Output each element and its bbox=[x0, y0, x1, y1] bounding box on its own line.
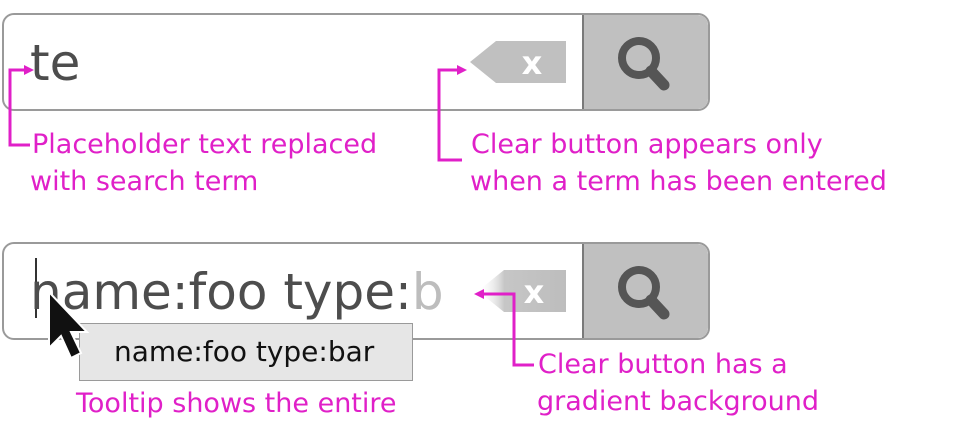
note-gradient-line2: gradient background bbox=[537, 386, 820, 417]
suggested-text: b bbox=[411, 263, 444, 321]
clear-icon: x bbox=[524, 273, 545, 311]
leader-placeholder bbox=[8, 68, 30, 147]
note-placeholder-line2: with search term bbox=[30, 166, 259, 197]
tooltip: name:foo type:bar bbox=[79, 323, 413, 381]
search-button[interactable] bbox=[582, 244, 708, 338]
clear-button[interactable]: x bbox=[478, 270, 566, 312]
mouse-pointer-icon bbox=[48, 290, 90, 360]
arrowhead bbox=[457, 65, 467, 75]
note-gradient-line1: Clear button has a bbox=[538, 349, 788, 380]
search-input[interactable]: te bbox=[30, 34, 81, 92]
search-button[interactable] bbox=[582, 15, 708, 109]
search-box-example-1: te x bbox=[2, 13, 710, 111]
note-placeholder-line1: Placeholder text replaced bbox=[32, 129, 378, 160]
note-tooltip-line1: Tooltip shows the entire bbox=[76, 388, 397, 419]
typed-text: name:foo type: bbox=[30, 263, 412, 321]
arrowhead bbox=[24, 65, 34, 75]
search-icon bbox=[618, 37, 670, 91]
note-clear-line2: when a term has been entered bbox=[470, 166, 887, 197]
leader-clear-gradient bbox=[482, 292, 534, 367]
clear-button[interactable]: x bbox=[470, 41, 566, 83]
annotation-leaders bbox=[8, 65, 534, 367]
leader-clear-appears bbox=[437, 68, 462, 162]
search-icon bbox=[618, 266, 670, 320]
text-caret bbox=[35, 258, 37, 318]
search-input[interactable]: name:foo type:b bbox=[30, 264, 444, 320]
arrowhead bbox=[474, 289, 484, 299]
note-clear-line1: Clear button appears only bbox=[471, 129, 823, 160]
clear-icon: x bbox=[522, 44, 543, 82]
